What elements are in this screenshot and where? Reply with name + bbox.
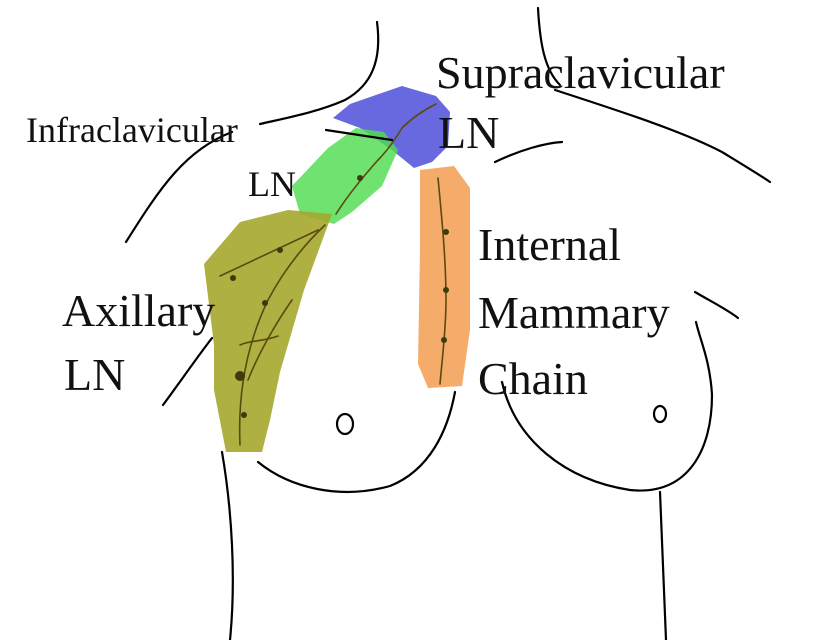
axillary-region (204, 210, 332, 452)
infraclavicular-label-line2: LN (248, 166, 296, 202)
axillary-node-5 (241, 412, 247, 418)
internal-mammary-label-line3: Chain (478, 356, 588, 402)
internal-mammary-node-3 (441, 337, 447, 343)
left-nipple (337, 414, 353, 434)
axillary-node-4 (277, 247, 283, 253)
right-shoulder-line (555, 90, 770, 182)
left-torso-line (222, 452, 233, 640)
right-arm-stroke (695, 292, 738, 318)
supraclavicular-label-line2: LN (438, 110, 499, 156)
internal-mammary-label-line1: Internal (478, 222, 621, 268)
axillary-node-2 (262, 300, 268, 306)
internal-mammary-node-1 (443, 229, 449, 235)
internal-mammary-node-2 (443, 287, 449, 293)
axillary-node-3 (230, 275, 236, 281)
left-breast-outline (258, 392, 455, 492)
axillary-label-line2: LN (64, 352, 125, 398)
axillary-label-line1: Axillary (62, 288, 215, 334)
infraclavicular-node (357, 175, 363, 181)
right-clavicle-stroke (495, 142, 562, 162)
right-nipple (654, 406, 666, 422)
right-torso-line (660, 492, 666, 640)
infraclavicular-region (292, 128, 398, 224)
infraclavicular-label-line1: Infraclavicular (26, 112, 238, 148)
left-arm-stroke (163, 338, 212, 405)
axillary-node-1 (235, 371, 245, 381)
supraclavicular-label-line1: Supraclavicular (436, 50, 725, 96)
internal-mammary-region (418, 166, 470, 388)
right-breast-outline (502, 322, 712, 491)
internal-mammary-label-line2: Mammary (478, 290, 670, 336)
